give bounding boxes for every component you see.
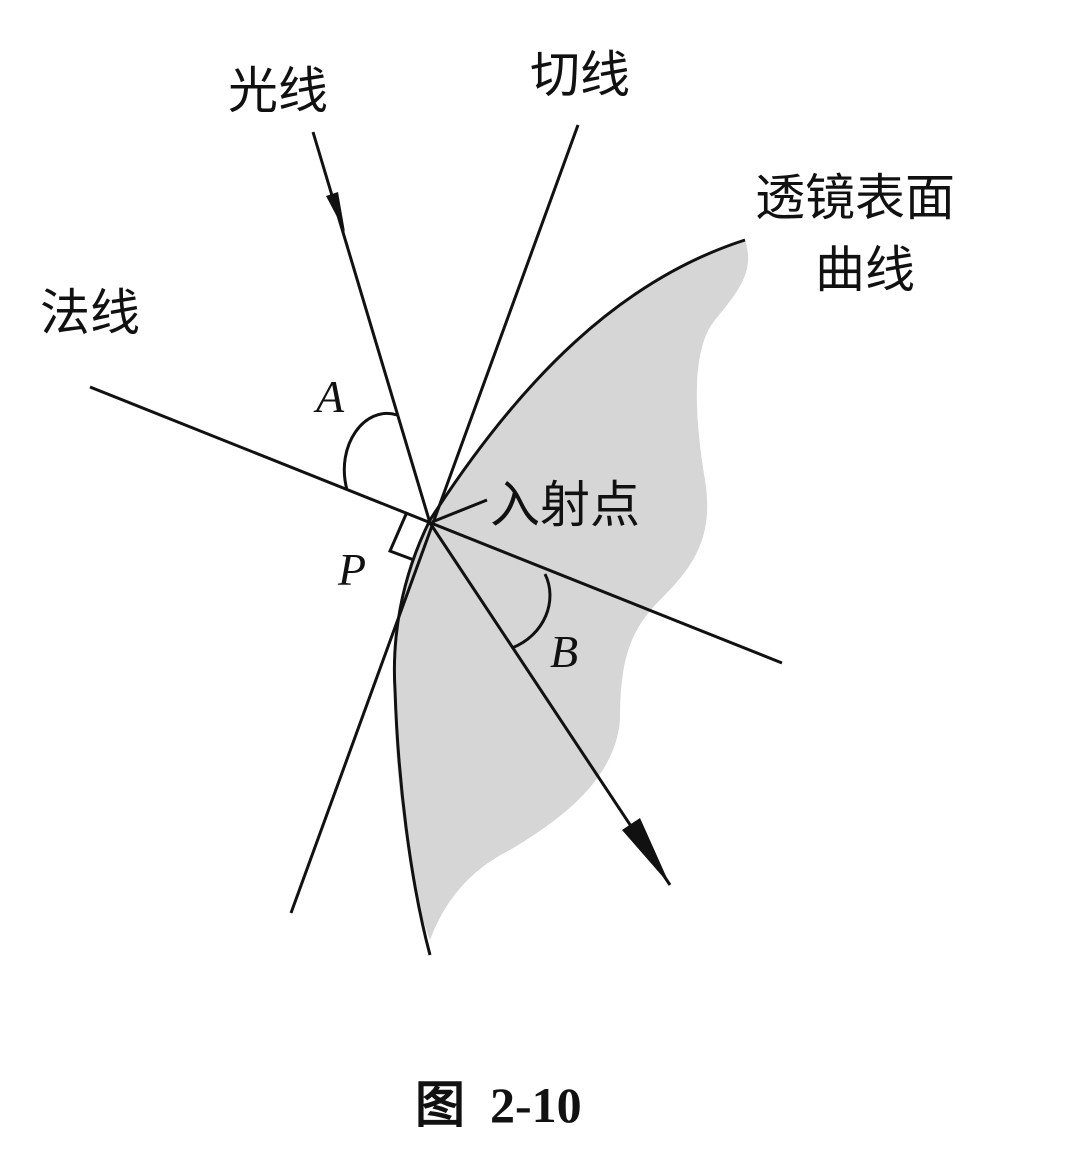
angle-a-arc: [342, 412, 398, 491]
angle-b-label: B: [550, 626, 578, 677]
lens-surface-label-line2: 曲线: [815, 241, 915, 299]
tangent-line: [289, 124, 580, 914]
normal-label: 法线: [40, 284, 140, 342]
incidence-pointer: [431, 498, 488, 524]
lens-surface-curve: [392, 238, 746, 956]
tangent-label: 切线: [530, 46, 630, 104]
incidence-point-label: 入射点: [490, 476, 640, 534]
lens-body: [394, 240, 749, 940]
point-p-label: P: [337, 544, 366, 595]
caption-prefix: 图: [415, 1075, 465, 1134]
normal-line: [89, 385, 783, 665]
refracted-arrowhead: [622, 818, 670, 885]
angle-a-label: A: [313, 371, 345, 422]
right-angle-marker: [387, 511, 415, 562]
incident-arrowhead: [326, 192, 345, 232]
light-ray-label: 光线: [228, 62, 328, 120]
incident-ray: [311, 131, 432, 524]
caption-number: 2-10: [490, 1077, 582, 1133]
angle-b-arc: [511, 573, 552, 650]
lens-surface-label-line1: 透镜表面: [755, 169, 955, 227]
